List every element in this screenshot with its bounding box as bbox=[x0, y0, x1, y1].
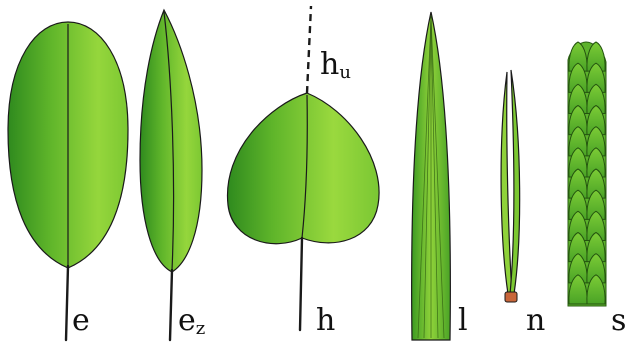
label-l: l bbox=[458, 306, 468, 336]
needle-base bbox=[505, 292, 517, 302]
leaf-ez bbox=[140, 10, 202, 340]
leaf-e bbox=[8, 22, 128, 340]
leaf-h bbox=[227, 6, 379, 330]
leaf-s bbox=[568, 42, 606, 306]
hu-dashed-line bbox=[307, 6, 311, 93]
label-h: h bbox=[316, 306, 335, 336]
label-hu: hu bbox=[320, 50, 351, 82]
label-ez: ez bbox=[178, 306, 205, 338]
leaf-l bbox=[412, 12, 451, 340]
label-s: s bbox=[611, 306, 626, 336]
label-e: e bbox=[72, 306, 90, 336]
leaf-n bbox=[501, 70, 520, 302]
label-n: n bbox=[526, 306, 545, 336]
